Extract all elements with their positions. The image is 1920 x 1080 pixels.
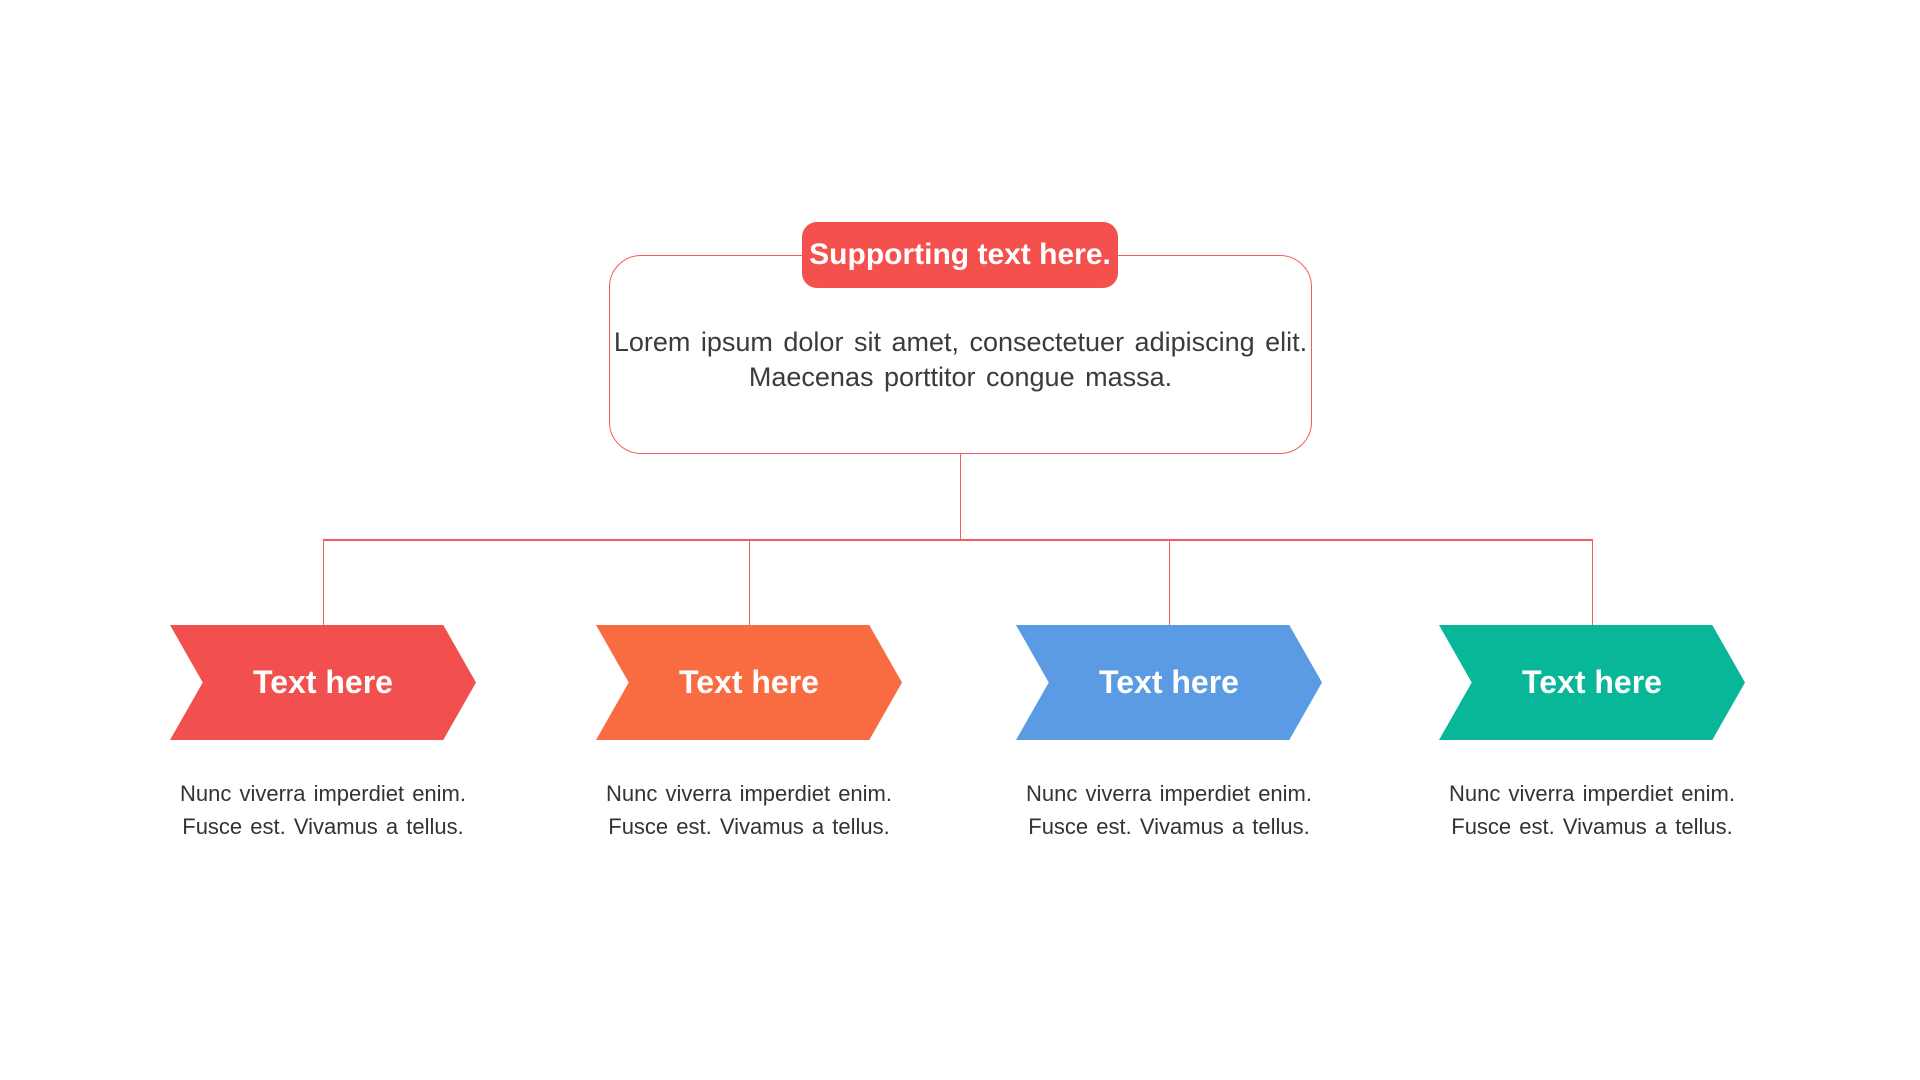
root-node-badge: Supporting text here. xyxy=(802,222,1118,288)
connector-drop-1 xyxy=(322,539,324,626)
connector-trunk xyxy=(322,539,1593,541)
branch-description-3: Nunc viverra imperdiet enim. Fusce est. … xyxy=(999,777,1339,843)
branch-1-desc-line-1: Nunc viverra imperdiet enim. xyxy=(180,781,466,806)
connector-drop-4 xyxy=(1591,539,1593,626)
branch-banner-4: Text here xyxy=(1439,625,1745,740)
branch-description-4: Nunc viverra imperdiet enim. Fusce est. … xyxy=(1422,777,1762,843)
root-node-box xyxy=(609,255,1312,454)
branch-banner-3: Text here xyxy=(1016,625,1322,740)
root-node-body-text: Lorem ipsum dolor sit amet, consectetuer… xyxy=(609,325,1312,395)
connector-drop-3 xyxy=(1168,539,1170,626)
branch-banner-1: Text here xyxy=(170,625,476,740)
connector-drop-2 xyxy=(748,539,750,626)
branch-description-2: Nunc viverra imperdiet enim. Fusce est. … xyxy=(579,777,919,843)
branch-4-desc-line-2: Fusce est. Vivamus a tellus. xyxy=(1451,814,1733,839)
branch-3-desc-line-1: Nunc viverra imperdiet enim. xyxy=(1026,781,1312,806)
branch-banner-2: Text here xyxy=(596,625,902,740)
branch-2-desc-line-2: Fusce est. Vivamus a tellus. xyxy=(608,814,890,839)
branch-3-desc-line-2: Fusce est. Vivamus a tellus. xyxy=(1028,814,1310,839)
root-body-line-2: Maecenas porttitor congue massa. xyxy=(748,362,1173,392)
root-body-line-1: Lorem ipsum dolor sit amet, consectetuer… xyxy=(613,327,1308,357)
branch-2-desc-line-1: Nunc viverra imperdiet enim. xyxy=(606,781,892,806)
branch-description-1: Nunc viverra imperdiet enim. Fusce est. … xyxy=(153,777,493,843)
connector-root-stub xyxy=(959,454,961,540)
branch-4-desc-line-1: Nunc viverra imperdiet enim. xyxy=(1449,781,1735,806)
branch-1-desc-line-2: Fusce est. Vivamus a tellus. xyxy=(182,814,464,839)
